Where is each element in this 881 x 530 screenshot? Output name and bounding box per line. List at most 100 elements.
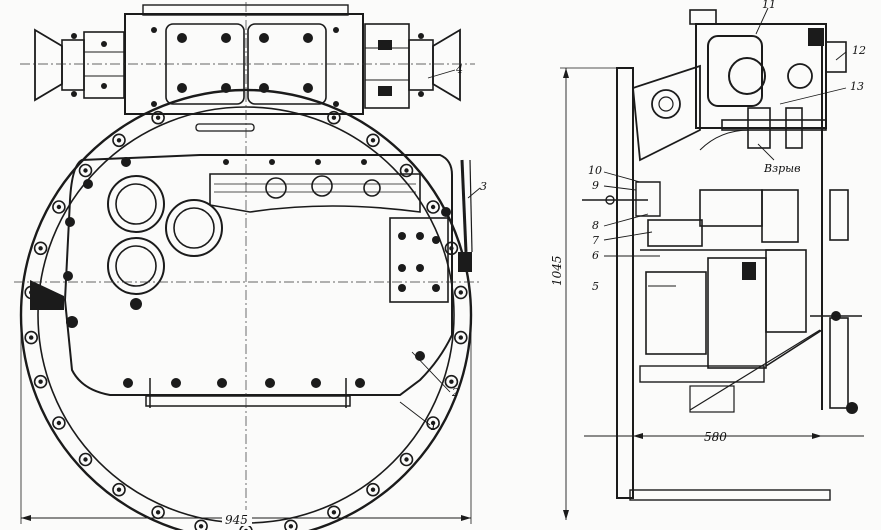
cover-bolts xyxy=(63,157,451,388)
flange-bolt-center xyxy=(29,335,34,340)
callout-4: 4 xyxy=(455,63,463,76)
dimension-depth: 580 xyxy=(584,430,864,444)
flange-bolt xyxy=(52,200,66,214)
callout-9: 9 xyxy=(592,179,599,192)
flange-bolt xyxy=(444,374,459,389)
side-leaders xyxy=(603,7,847,287)
flange-bolt-center xyxy=(404,168,409,173)
flange-bolt-center xyxy=(458,335,463,340)
lever-handle xyxy=(460,159,473,253)
relay-block xyxy=(699,189,763,227)
flange-bolt-center xyxy=(331,510,337,515)
dimension-height-label: 1045 xyxy=(550,255,564,286)
side-view: 1045 580 Взрыв 5 6 7 8 9 10 11 xyxy=(550,0,866,520)
left-hinge xyxy=(30,280,78,328)
slot xyxy=(195,123,255,132)
flange-bolt-center xyxy=(449,379,454,384)
dimension-width: 945 xyxy=(20,300,472,527)
flange-bolt-center xyxy=(56,204,62,210)
flange-bolt xyxy=(112,482,126,497)
base-plate xyxy=(629,489,831,501)
terminal-block xyxy=(389,217,472,303)
flange-bolt xyxy=(33,374,48,389)
flange-bolt xyxy=(112,133,126,148)
flange-bolt xyxy=(33,241,48,256)
flange-bolt-center xyxy=(83,457,88,462)
bolt xyxy=(177,83,187,93)
flange-bolt-center xyxy=(458,290,463,295)
callout-8: 8 xyxy=(592,219,599,232)
flange-bolt-center xyxy=(198,524,204,529)
left-cable-entry xyxy=(34,28,125,102)
contactor xyxy=(647,219,703,247)
flange-bolt-center xyxy=(288,524,294,529)
vent-annotation: Взрыв xyxy=(763,162,801,175)
bottom-rail xyxy=(145,378,351,408)
flange-bolt xyxy=(426,200,440,214)
front-view: 945 4 3 2 1 xyxy=(14,2,487,530)
bolt xyxy=(221,33,231,43)
flange-bolt xyxy=(151,110,165,125)
flange-bolt xyxy=(399,452,414,467)
flange-bolt-center xyxy=(83,168,88,173)
front-leaders xyxy=(399,69,481,426)
front-flange-plate xyxy=(616,67,634,499)
bolt xyxy=(303,83,313,93)
flange-bolt-center xyxy=(430,204,436,210)
flange-bolt xyxy=(52,416,66,430)
bolt xyxy=(151,101,157,107)
flange-bolt-center xyxy=(116,487,122,492)
flange-bolt-center xyxy=(430,420,436,426)
flange-bolt xyxy=(453,330,468,345)
callout-2: 2 xyxy=(451,386,459,399)
callout-5: 5 xyxy=(592,280,599,293)
callout-3: 3 xyxy=(480,180,487,193)
flange-bolt xyxy=(366,482,380,497)
flange-bolt xyxy=(284,519,298,530)
flange-bolt xyxy=(327,110,341,125)
flange-bolt-center xyxy=(370,138,376,143)
flange-bolt xyxy=(78,163,93,178)
flange-bolt-center xyxy=(331,115,337,120)
callout-10: 10 xyxy=(588,164,602,177)
transformer xyxy=(645,271,707,355)
dimension-width-label: 945 xyxy=(225,513,248,527)
bolt xyxy=(333,101,339,107)
flange-bolt-center xyxy=(155,510,161,515)
bolt xyxy=(303,33,313,43)
bolt xyxy=(221,83,231,93)
side-bracket xyxy=(632,64,701,162)
callout-1: 1 xyxy=(430,420,437,433)
flange-bolt-center xyxy=(404,457,409,462)
bolt xyxy=(259,83,269,93)
callout-13: 13 xyxy=(850,80,864,93)
flange-bolt xyxy=(366,133,380,148)
bolt xyxy=(259,33,269,43)
flange-bolt-center xyxy=(155,115,161,120)
shelf xyxy=(721,119,827,131)
top-box-bolts xyxy=(151,27,339,107)
right-cable-entry xyxy=(364,23,461,109)
bolt xyxy=(151,27,157,33)
flange-bolt-center xyxy=(38,246,43,251)
flange-bolt xyxy=(453,285,468,300)
top-box-lid-strip xyxy=(142,4,349,16)
flange-bolt-center xyxy=(370,487,376,492)
bolt xyxy=(333,27,339,33)
terminal-strip xyxy=(209,173,421,213)
callout-7: 7 xyxy=(592,234,599,247)
flange-bolt-center xyxy=(38,379,43,384)
dimension-depth-label: 580 xyxy=(704,430,727,444)
bolt xyxy=(177,33,187,43)
callout-6: 6 xyxy=(592,249,599,262)
inner-cover-plate xyxy=(63,154,453,396)
dimension-height: 1045 xyxy=(550,67,617,520)
flange-bolt-center xyxy=(116,138,122,143)
flange-bolt xyxy=(194,519,208,530)
round-openings xyxy=(107,175,223,310)
centre-lines xyxy=(14,2,482,520)
flange-bolt-center xyxy=(56,420,62,426)
flange-bolt xyxy=(78,452,93,467)
